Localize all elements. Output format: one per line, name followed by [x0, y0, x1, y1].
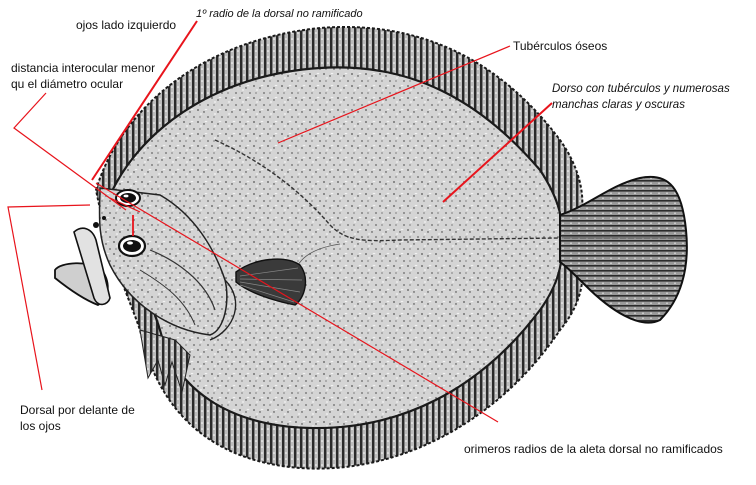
- label-interocular-line1: distancia interocular menor: [11, 61, 156, 75]
- label-dorsum-line2: manchas claras y oscuras: [552, 99, 685, 111]
- label-dorsum-description: Dorso con tubérculos y numerosas manchas…: [552, 81, 730, 113]
- leader-interocular: [13, 92, 127, 211]
- label-dorsal-front-line1: Dorsal por delante de: [20, 403, 135, 417]
- label-first-dorsal-ray: 1º radio de la dorsal no ramificado: [196, 8, 363, 20]
- leader-dorsal-front: [7, 204, 91, 391]
- label-dorsal-before-eyes: Dorsal por delante de los ojos: [20, 402, 135, 434]
- label-bony-tubercles: Tubérculos óseos: [513, 39, 608, 53]
- fish-body: [106, 66, 563, 430]
- label-interocular-line2: qu el diámetro ocular: [11, 77, 124, 91]
- leader-first-rays: [95, 182, 499, 423]
- caudal-fin: [559, 175, 688, 324]
- fish-head: [54, 187, 237, 341]
- label-first-unbranched-rays: orimeros radios de la aleta dorsal no ra…: [464, 442, 723, 456]
- pelvic-fin: [139, 329, 191, 394]
- label-dorsal-front-line2: los ojos: [20, 419, 61, 433]
- leader-first-rays-upper: [109, 197, 141, 213]
- label-interocular-distance: distancia interocular menor qu el diámet…: [11, 60, 155, 92]
- annotation-lines: [7, 20, 553, 423]
- leader-tubercles: [277, 45, 511, 144]
- leader-dorsum: [442, 102, 553, 203]
- label-dorsum-line1: Dorso con tubérculos y numerosas: [552, 83, 730, 95]
- pectoral-fin: [235, 258, 307, 306]
- leader-first-ray: [91, 20, 198, 181]
- label-eyes-left-side: ojos lado izquierdo: [76, 18, 177, 32]
